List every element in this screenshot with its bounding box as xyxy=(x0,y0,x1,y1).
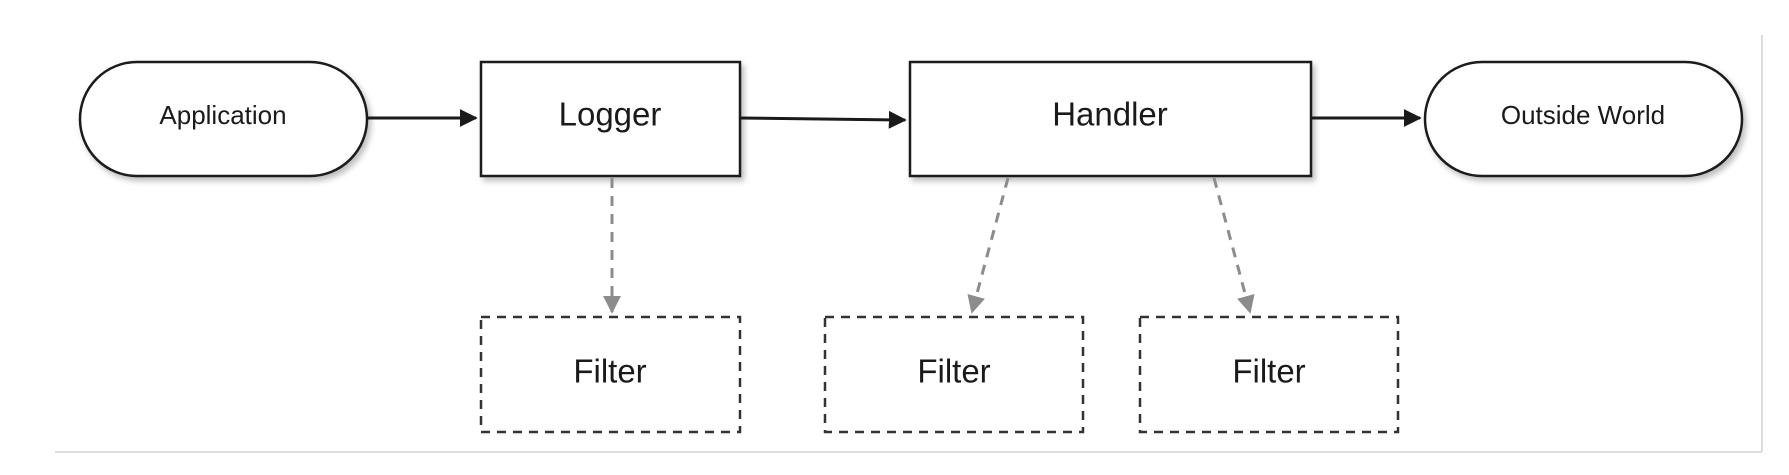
handler-filter-node-left: Filter xyxy=(823,315,1085,434)
application-node: Application xyxy=(78,60,369,178)
handler-label: Handler xyxy=(1052,96,1168,133)
arrow-handler-to-filter-right xyxy=(1212,177,1255,314)
application-label: Application xyxy=(159,100,286,130)
arrow-handler-to-filter-left xyxy=(967,177,1010,314)
logger-filter-label: Filter xyxy=(573,353,646,390)
logger-label: Logger xyxy=(559,96,662,133)
handler-filter-node-right: Filter xyxy=(1138,315,1400,434)
handler-filter-left-label: Filter xyxy=(917,353,990,390)
handler-filter-right-label: Filter xyxy=(1232,353,1305,390)
outside-world-node: Outside World xyxy=(1423,60,1744,178)
outside-world-label: Outside World xyxy=(1501,100,1665,130)
logger-filter-node: Filter xyxy=(479,315,742,434)
arrow-logger-to-handler xyxy=(739,110,907,129)
handler-node: Handler xyxy=(908,60,1313,178)
logger-node: Logger xyxy=(479,60,742,178)
